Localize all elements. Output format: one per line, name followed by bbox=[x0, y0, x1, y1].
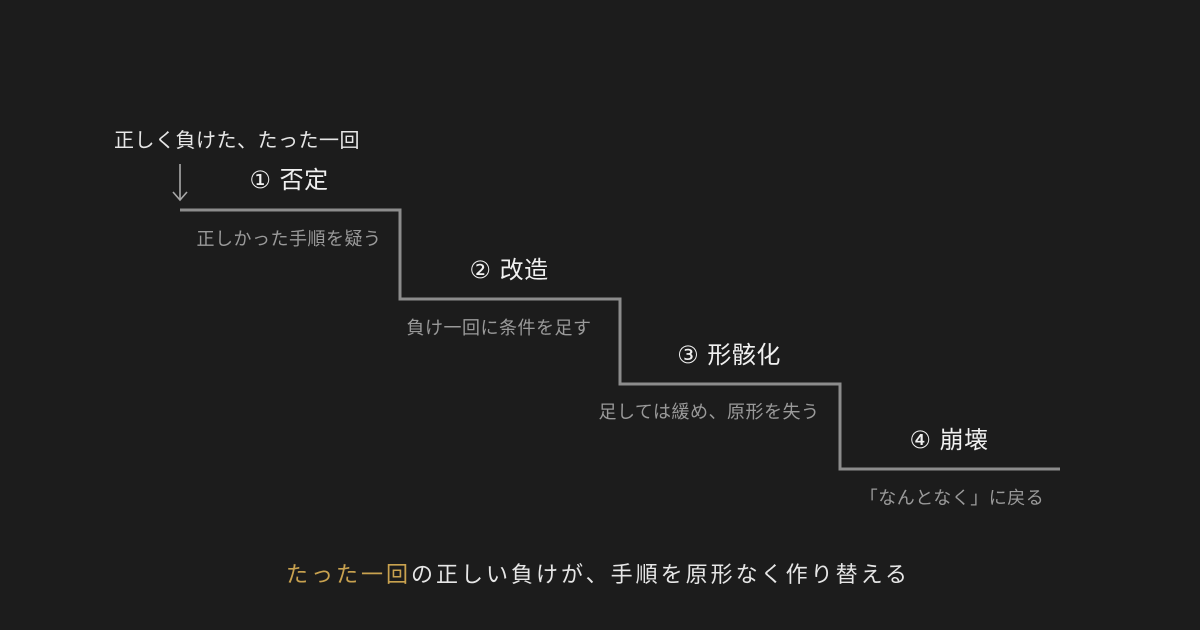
step-2-desc: 負け一回に条件を足す bbox=[406, 318, 592, 339]
staircase-path bbox=[180, 208, 1060, 471]
footer-caption: たった一回の正しい負けが、手順を原形なく作り替える bbox=[286, 565, 910, 587]
step-2-title: ② 改造 bbox=[469, 256, 549, 284]
step-4-title: ④ 崩壊 bbox=[909, 426, 989, 454]
start-label: 正しく負けた、たった一回 bbox=[114, 128, 360, 152]
footer-accent: たった一回 bbox=[286, 563, 412, 588]
step-1-desc: 正しかった手順を疑う bbox=[196, 229, 382, 250]
footer-rest: の正しい負けが、手順を原形なく作り替える bbox=[411, 563, 910, 588]
step-4-desc: 「なんとなく」に戻る bbox=[859, 488, 1045, 509]
down-arrow-icon bbox=[172, 164, 188, 202]
step-3-title: ③ 形骸化 bbox=[677, 341, 781, 369]
step-3-desc: 足しては緩め、原形を失う bbox=[598, 402, 820, 423]
step-1-title: ① 否定 bbox=[249, 166, 329, 194]
